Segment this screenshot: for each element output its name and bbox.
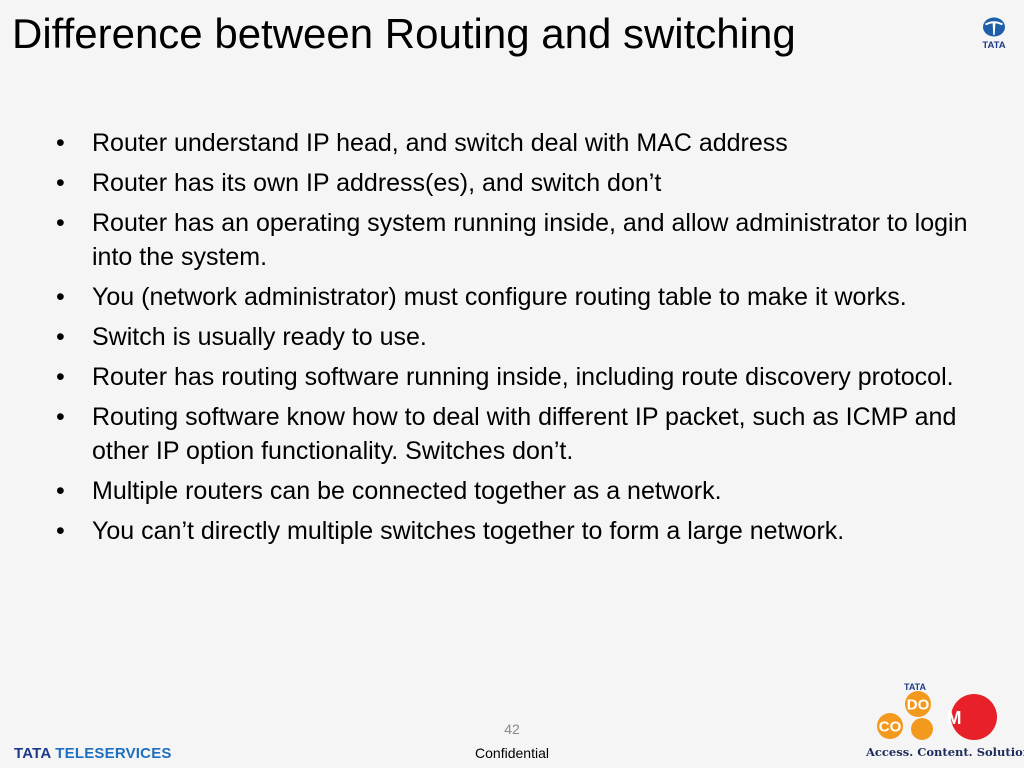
footer-confidential: Confidential — [475, 745, 549, 761]
bullet-item: Switch is usually ready to use. — [56, 320, 976, 354]
bullet-item: Routing software know how to deal with d… — [56, 400, 976, 468]
bullet-item: You can’t directly multiple switches tog… — [56, 514, 976, 548]
svg-text:DO: DO — [907, 697, 930, 714]
logo-teleservices-word: TELESERVICES — [55, 745, 172, 762]
page-number: 42 — [504, 721, 520, 737]
tata-logo-text: TATA — [982, 40, 1005, 50]
docomo-tagline: Access. Content. Solutions. — [866, 745, 1024, 759]
slide-title: Difference between Routing and switching — [12, 10, 796, 57]
svg-text:TATA: TATA — [904, 682, 926, 692]
bullet-item: Router has routing software running insi… — [56, 360, 976, 394]
logo-tata-word: TATA — [14, 745, 51, 762]
tata-logo-icon: TATA — [976, 16, 1012, 50]
svg-text:CO: CO — [879, 719, 902, 736]
bullet-item: Router has an operating system running i… — [56, 206, 976, 274]
bullet-item: Multiple routers can be connected togeth… — [56, 474, 976, 508]
bullet-item: Router has its own IP address(es), and s… — [56, 166, 976, 200]
bullet-list: Router understand IP head, and switch de… — [56, 126, 976, 554]
docomo-logo-icon: TATA DO CO M — [870, 680, 1006, 742]
bullet-item: You (network administrator) must configu… — [56, 280, 976, 314]
tata-teleservices-logo: TATA TELESERVICES — [14, 745, 172, 762]
svg-text:M: M — [947, 708, 962, 728]
bullet-item: Router understand IP head, and switch de… — [56, 126, 976, 160]
